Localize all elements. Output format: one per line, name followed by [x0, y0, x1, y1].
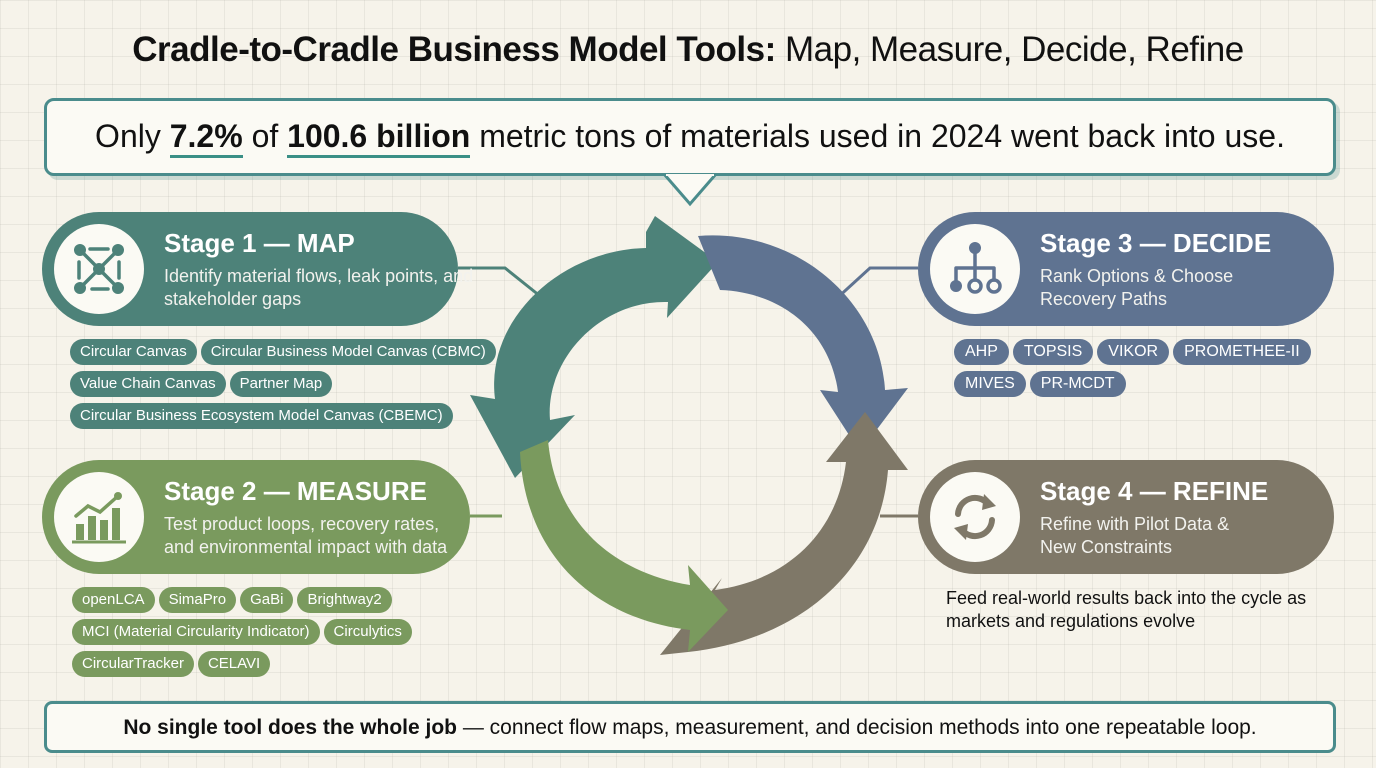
tool-tag: Partner Map — [229, 371, 333, 397]
tool-tag: Brightway2 — [297, 587, 392, 613]
tool-tag: Circulytics — [323, 619, 412, 645]
title-bold: Cradle-to-Cradle Business Model Tools: — [132, 30, 776, 69]
cycle-arrow-refine — [660, 412, 908, 655]
cycle-arrow-decide — [698, 235, 908, 452]
tool-tag: VIKOR — [1097, 339, 1170, 365]
tool-tag: Circular Business Model Canvas (CBMC) — [200, 339, 496, 365]
bar-chart-trend-icon — [72, 492, 126, 544]
stat-prefix: Only — [95, 118, 170, 154]
tool-tag: Circular Canvas — [70, 339, 197, 365]
stage-decide-desc: Rank Options & Choose Recovery Paths — [1040, 266, 1234, 309]
tool-tag: CELAVI — [197, 651, 271, 677]
stage-decide-title: Stage 3 — DECIDE — [1040, 228, 1272, 258]
connector-decide — [833, 266, 918, 302]
page-title: Cradle-to-Cradle Business Model Tools: M… — [0, 30, 1376, 70]
stat-suffix: metric tons of materials used in 2024 we… — [470, 118, 1285, 154]
stage-decide-icon-circle — [930, 224, 1020, 314]
bottom-summary-bold: No single tool does the whole job — [123, 716, 458, 739]
stage-measure-icon-circle — [54, 472, 144, 562]
tool-tag: MIVES — [954, 371, 1026, 397]
refresh-cycle-icon — [954, 494, 996, 540]
title-light: Map, Measure, Decide, Refine — [775, 30, 1244, 69]
tool-tag: Circular Business Ecosystem Model Canvas… — [70, 403, 453, 429]
stage-refine-card: Stage 4 — REFINE Refine with Pilot Data … — [918, 460, 1334, 574]
tool-tag: PR-MCDT — [1029, 371, 1126, 397]
stage-map-card: Stage 1 — MAP Identify material flows, l… — [42, 212, 473, 326]
stage-refine-desc: Refine with Pilot Data & New Constraints — [1040, 514, 1230, 557]
bottom-summary-text: No single tool does the whole job — conn… — [47, 716, 1333, 740]
tool-tag: GaBi — [240, 587, 294, 613]
cycle-arrow-map — [470, 216, 718, 478]
tool-tag: Value Chain Canvas — [70, 371, 226, 397]
decision-tree-icon — [950, 242, 1002, 294]
stage-decide-card: Stage 3 — DECIDE Rank Options & Choose R… — [918, 212, 1334, 326]
stage-map-title: Stage 1 — MAP — [164, 228, 355, 258]
stage-refine-title: Stage 4 — REFINE — [1040, 476, 1269, 506]
stage-measure-title: Stage 2 — MEASURE — [164, 476, 427, 506]
stage-map-icon-circle — [54, 224, 144, 314]
bottom-summary-bar: No single tool does the whole job — conn… — [44, 701, 1336, 753]
callout-pointer — [662, 174, 718, 207]
stage-refine-icon-circle — [930, 472, 1020, 562]
tool-tag: openLCA — [72, 587, 155, 613]
stat-percent: 7.2% — [169, 118, 243, 158]
stage-measure-card: Stage 2 — MEASURE Test product loops, re… — [42, 460, 470, 574]
stat-mid: of — [242, 118, 288, 154]
stage-measure-desc: Test product loops, recovery rates, and … — [164, 514, 448, 557]
stat-amount: 100.6 billion — [287, 118, 471, 158]
tool-tag: SimaPro — [158, 587, 237, 613]
cycle-arrow-measure — [520, 440, 728, 652]
tool-tag: PROMETHEE-II — [1173, 339, 1311, 365]
flow-network-icon — [74, 244, 124, 294]
refine-note: Feed real-world results back into the cy… — [946, 588, 1307, 631]
tool-tag: CircularTracker — [72, 651, 194, 677]
tool-tag: MCI (Material Circularity Indicator) — [72, 619, 320, 645]
connector-map — [458, 266, 546, 302]
stage-map-desc: Identify material flows, leak points, an… — [164, 266, 474, 309]
bottom-summary-rest: — connect flow maps, measurement, and de… — [457, 716, 1257, 739]
tool-tag: TOPSIS — [1012, 339, 1094, 365]
stat-text: Only 7.2% of 100.6 billion metric tons o… — [47, 118, 1333, 158]
stat-callout: Only 7.2% of 100.6 billion metric tons o… — [44, 98, 1336, 176]
tool-tag: AHP — [954, 339, 1009, 365]
